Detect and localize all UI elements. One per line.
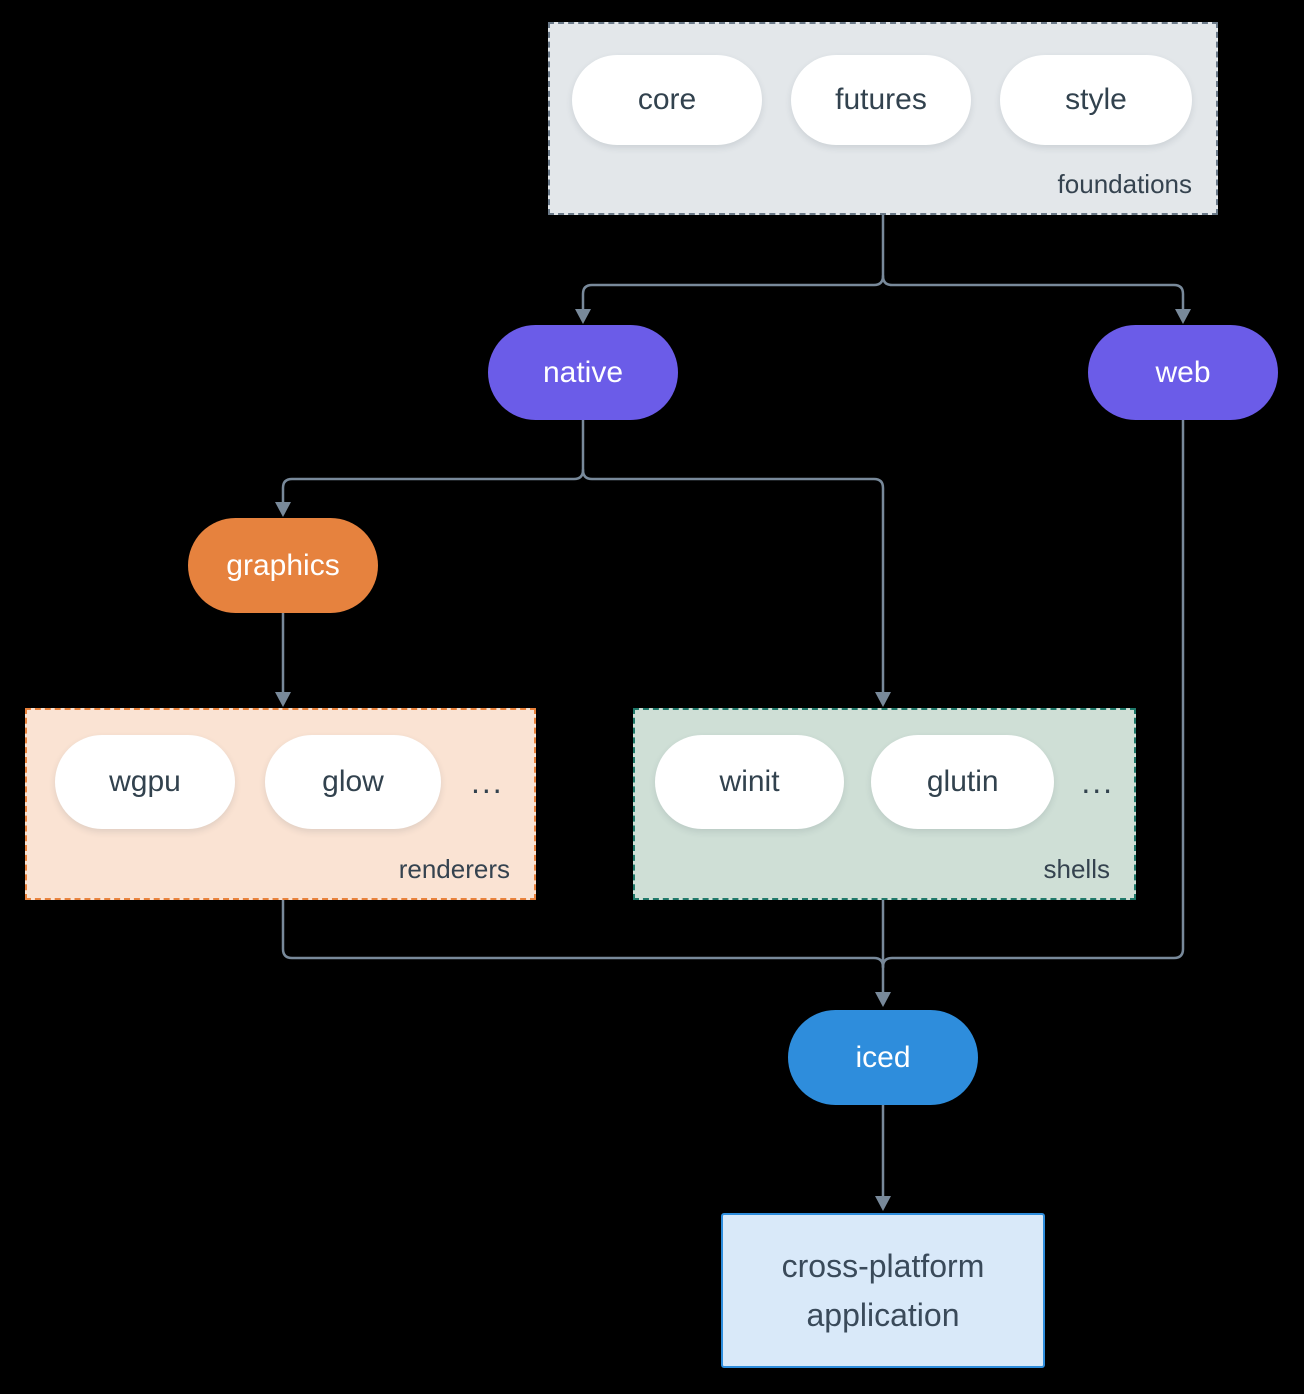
group-shells: winit glutin ... shells	[633, 708, 1136, 900]
arrowhead-renderers	[275, 692, 291, 707]
arrowhead-shells	[875, 692, 891, 707]
application-label-line2: application	[806, 1296, 960, 1333]
edge-foundations-to-web	[881, 274, 1185, 313]
node-core: core	[572, 55, 762, 145]
edge-native-to-graphics	[281, 418, 585, 506]
node-cross-platform-application: cross-platform application	[721, 1213, 1045, 1368]
node-graphics: graphics	[188, 518, 378, 613]
edge-native-to-shells	[581, 468, 885, 696]
group-foundations-label: foundations	[1057, 169, 1192, 199]
node-web: web	[1088, 325, 1278, 420]
group-shells-label: shells	[1043, 854, 1110, 884]
renderers-more-indicator: ...	[471, 763, 504, 800]
node-native: native	[488, 325, 678, 420]
node-glutin: glutin	[871, 735, 1055, 829]
shells-more-indicator: ...	[1081, 763, 1114, 800]
node-style: style	[1000, 55, 1192, 145]
group-renderers-label: renderers	[398, 854, 510, 884]
arrowhead-iced	[875, 992, 891, 1007]
arrowhead-native	[575, 309, 591, 324]
node-glow: glow	[265, 735, 441, 829]
group-renderers: wgpu glow ... renderers	[25, 708, 536, 900]
arrowhead-application	[875, 1196, 891, 1211]
arrowhead-web	[1175, 309, 1191, 324]
edge-foundations-to-native	[581, 213, 885, 313]
edge-renderers-to-iced	[281, 898, 885, 969]
node-wgpu: wgpu	[55, 735, 235, 829]
arrowhead-graphics	[275, 502, 291, 517]
node-futures: futures	[791, 55, 971, 145]
application-label-line1: cross-platform	[781, 1247, 985, 1284]
node-iced: iced	[788, 1010, 978, 1105]
node-winit: winit	[655, 735, 845, 829]
group-foundations: core futures style foundations	[548, 22, 1218, 215]
